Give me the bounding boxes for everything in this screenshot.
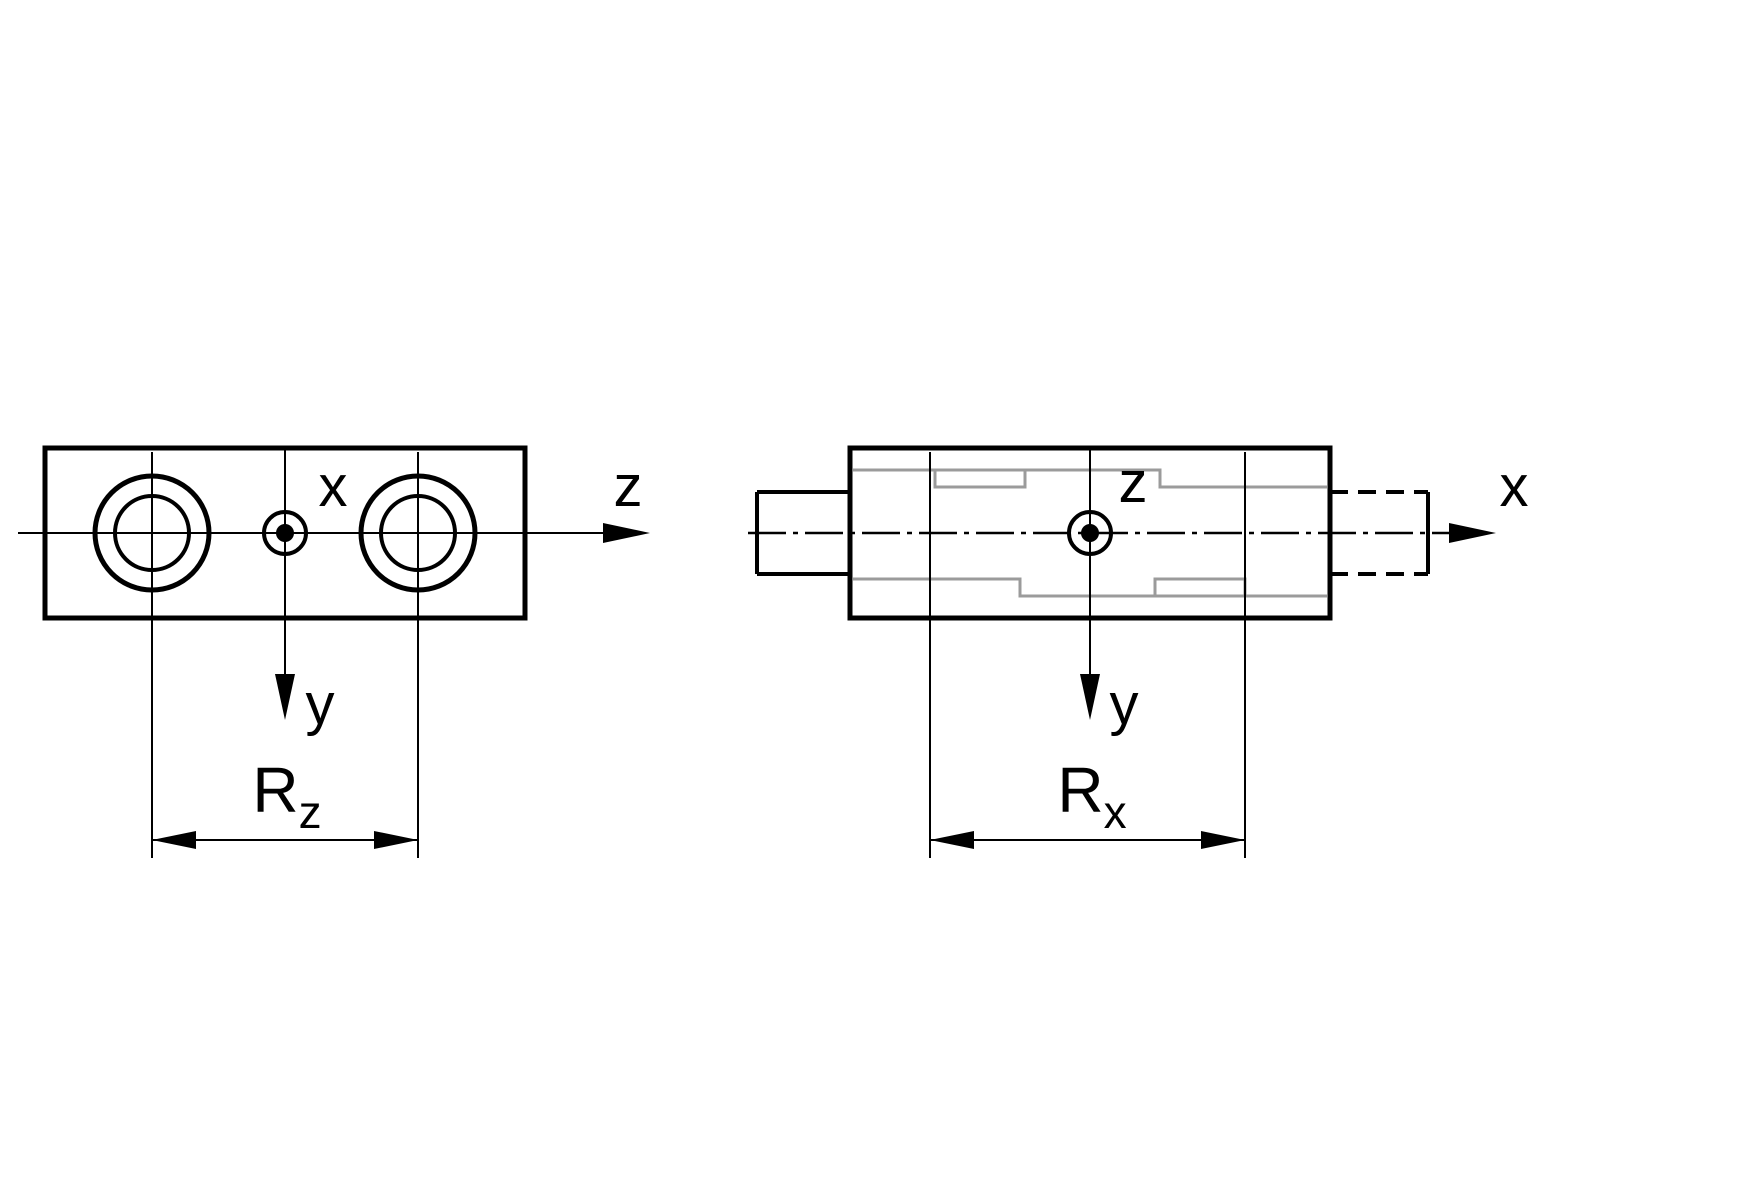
front-horizontal-axis-arrowhead	[603, 523, 650, 543]
front-dimension-label-base: R	[252, 754, 298, 826]
side-dimension-label-subscript: x	[1104, 786, 1127, 838]
front-horizontal-axis-label: z	[614, 454, 643, 519]
front-dimension-label: Rz	[252, 754, 321, 838]
front-origin-dot	[276, 524, 294, 542]
front-out-of-plane-axis-label: x	[319, 454, 348, 519]
front-dimension-label-subscript: z	[299, 786, 322, 838]
side-dimension-label-base: R	[1057, 754, 1103, 826]
side-hidden-contour-bottom	[853, 577, 1327, 598]
side-view: x z y Rx	[748, 445, 1529, 858]
front-vertical-axis-label: y	[306, 672, 335, 737]
side-hidden-groove-bottom	[1153, 577, 1247, 596]
side-hidden-contour-top	[853, 468, 1327, 489]
front-dimension-arrow-left	[152, 831, 196, 849]
front-dimension-arrow-right	[374, 831, 418, 849]
side-vertical-axis-arrowhead	[1080, 674, 1100, 720]
side-hidden-groove-top	[933, 470, 1027, 489]
side-dimension-label: Rx	[1057, 754, 1126, 838]
side-vertical-axis-label: y	[1110, 672, 1139, 737]
front-view: z x y Rz	[18, 445, 650, 858]
front-vertical-axis-arrowhead	[275, 674, 295, 720]
side-origin-dot	[1081, 524, 1099, 542]
side-dimension-arrow-left	[930, 831, 974, 849]
side-horizontal-axis-arrowhead	[1449, 523, 1496, 543]
side-horizontal-axis-label: x	[1500, 454, 1529, 519]
side-dimension-arrow-right	[1201, 831, 1245, 849]
side-out-of-plane-axis-label: z	[1119, 450, 1148, 515]
